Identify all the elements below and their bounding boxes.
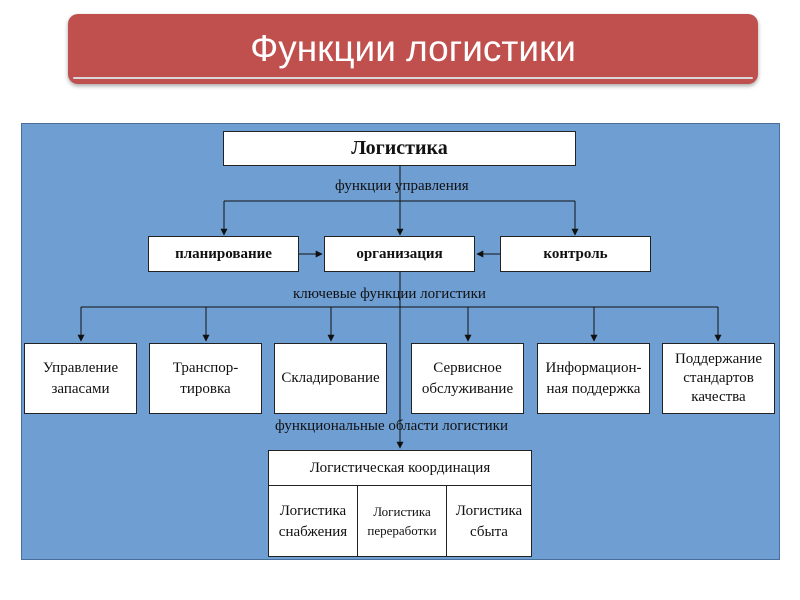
box-organization: организация xyxy=(324,236,475,272)
box-transportation: Транспор-тировка xyxy=(149,343,262,414)
service-line-2: обслуживание xyxy=(421,380,514,397)
box-coordination: Логистическая координация Логистика снабж… xyxy=(268,450,532,557)
label-management-functions: функции управления xyxy=(335,178,469,194)
box-warehousing: Складирование xyxy=(274,343,387,414)
box-control-label: контроль xyxy=(543,245,608,262)
information-line-1: Информацион- xyxy=(545,360,642,377)
area-processing-line-1: Логистика xyxy=(373,504,431,520)
transport-line-2: тировка xyxy=(180,380,231,397)
page-title: Функции логистики xyxy=(250,28,576,69)
area-supply-line-1: Логистика xyxy=(279,502,347,519)
box-logistics-label: Логистика xyxy=(351,137,448,159)
inventory-line-1: Управление xyxy=(42,360,119,377)
box-inventory-management: Управление запасами xyxy=(24,343,137,414)
warehousing-line-1: Складирование xyxy=(281,370,380,387)
box-control: контроль xyxy=(500,236,651,272)
box-service: Сервисное обслуживание xyxy=(411,343,524,414)
label-functional-areas: функциональные области логистики xyxy=(275,418,508,434)
area-sales-line-1: Логистика xyxy=(455,502,523,519)
inventory-line-2: запасами xyxy=(51,380,110,397)
coordination-label: Логистическая координация xyxy=(309,459,491,476)
area-supply: Логистика снабжения xyxy=(269,486,358,557)
title-banner: Функции логистики xyxy=(68,14,758,84)
box-planning: планирование xyxy=(148,236,299,272)
area-sales: Логистика сбыта xyxy=(447,486,531,557)
information-line-2: ная поддержка xyxy=(546,380,641,397)
area-supply-line-2: снабжения xyxy=(278,523,348,540)
box-information-support: Информацион-ная поддержка xyxy=(537,343,650,414)
box-planning-label: планирование xyxy=(175,245,272,262)
quality-line-3: качества xyxy=(691,388,746,405)
label-key-functions: ключевые функции логистики xyxy=(293,286,486,302)
area-processing-line-2: переработки xyxy=(367,522,437,538)
area-processing: Логистика переработки xyxy=(358,486,447,557)
quality-line-2: стандартов xyxy=(683,370,754,387)
transport-line-1: Транспор- xyxy=(172,360,239,377)
service-line-1: Сервисное xyxy=(433,360,502,377)
area-sales-line-2: сбыта xyxy=(470,523,508,540)
box-logistics: Логистика xyxy=(223,131,576,166)
quality-line-1: Поддержание xyxy=(674,351,763,368)
box-organization-label: организация xyxy=(356,245,443,262)
coordination-title: Логистическая координация xyxy=(269,451,531,486)
